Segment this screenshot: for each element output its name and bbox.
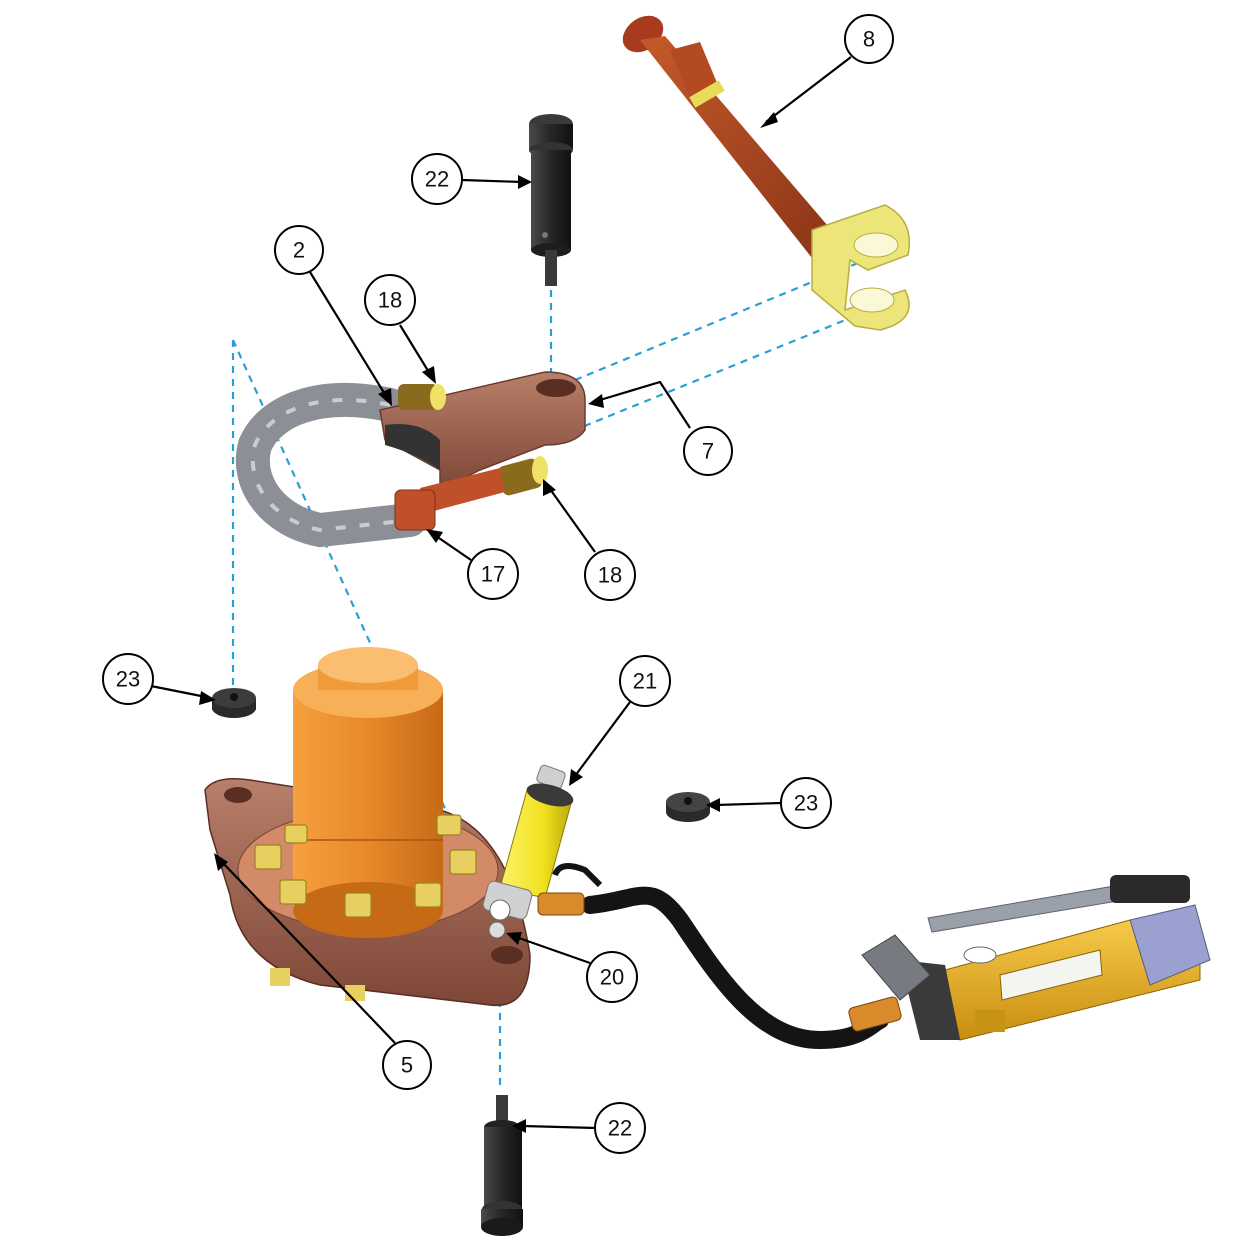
balloon-label: 22: [608, 1116, 632, 1141]
balloon-22-top: 22: [411, 153, 463, 205]
hand-pump: [861, 875, 1211, 1041]
balloon-8: 8: [844, 14, 894, 64]
hydraulic-hose: [537, 863, 902, 1050]
balloon-18-upper: 18: [364, 274, 416, 326]
balloon-23-left: 23: [102, 653, 154, 705]
balloon-label: 2: [293, 238, 305, 263]
balloon-2: 2: [274, 225, 324, 275]
balloon-18-lower: 18: [584, 549, 636, 601]
spring-part-18-upper: [398, 384, 438, 410]
hydraulic-cylinder-part-21: [482, 764, 574, 939]
balloon-label: 18: [598, 563, 622, 588]
cap-part-23-left: [212, 688, 256, 718]
chain-wrench-head: [235, 371, 586, 548]
balloon-23-right: 23: [780, 777, 832, 829]
pin-part-22-bottom: [481, 1095, 523, 1236]
leader-lines: [150, 56, 852, 1133]
balloon-label: 17: [481, 562, 505, 587]
spring-part-18-lower: [498, 458, 542, 496]
balloon-20: 20: [586, 951, 638, 1003]
balloon-5: 5: [382, 1040, 432, 1090]
balloon-label: 22: [425, 167, 449, 192]
base-housing-part-5: [204, 647, 531, 1007]
balloon-17: 17: [467, 548, 519, 600]
balloon-label: 21: [633, 669, 657, 694]
pin-part-22-top: [529, 114, 573, 286]
balloon-label: 18: [378, 288, 402, 313]
balloon-label: 20: [600, 965, 624, 990]
balloon-label: 5: [401, 1053, 413, 1078]
link-part-17: [394, 489, 436, 531]
balloon-label: 23: [116, 667, 140, 692]
balloon-22-bottom: 22: [594, 1102, 646, 1154]
balloon-label: 8: [863, 27, 875, 52]
balloon-label: 7: [702, 439, 714, 464]
reaction-arm-part-8: [622, 15, 911, 331]
balloon-7: 7: [683, 426, 733, 476]
balloon-label: 23: [794, 791, 818, 816]
cap-part-23-right: [666, 792, 710, 822]
balloon-21: 21: [619, 655, 671, 707]
